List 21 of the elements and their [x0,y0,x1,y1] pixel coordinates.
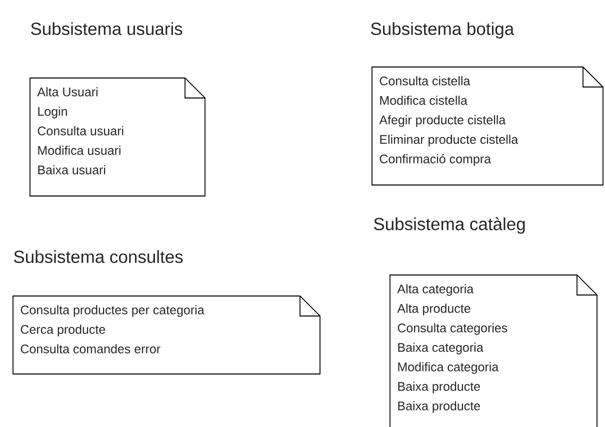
heading: Subsistema catàleg [374,217,525,234]
heading: Subsistema botiga [371,22,514,39]
node-label: Login [38,106,67,118]
node-label: Alta producte [397,304,470,316]
node-label: Alta categoria [397,284,474,296]
node-label: Modifica categoria [398,362,499,374]
node-label: Consulta cistella [380,76,470,86]
node-label: Consulta usuari [38,126,124,136]
node-label: Consulta categories [398,323,508,335]
node-label: Eliminar producte cistella [380,134,518,146]
node-label: Baixa categoria [398,342,484,354]
node-label: Modifica cistella [380,96,468,105]
heading: Subsistema consultes [14,250,183,264]
node-label: Baixa usuari [38,165,106,174]
node-label: Baixa producte [398,382,480,394]
node-label: Afegir producte cistella [379,115,506,127]
node-label: Confirmació compra [380,154,492,166]
heading: Subsistema usuaris [31,22,182,36]
node-label: Baixa producte [398,401,480,413]
node-label: Modifica usuari [38,146,120,155]
node-label: Alta Usuari [37,87,98,96]
